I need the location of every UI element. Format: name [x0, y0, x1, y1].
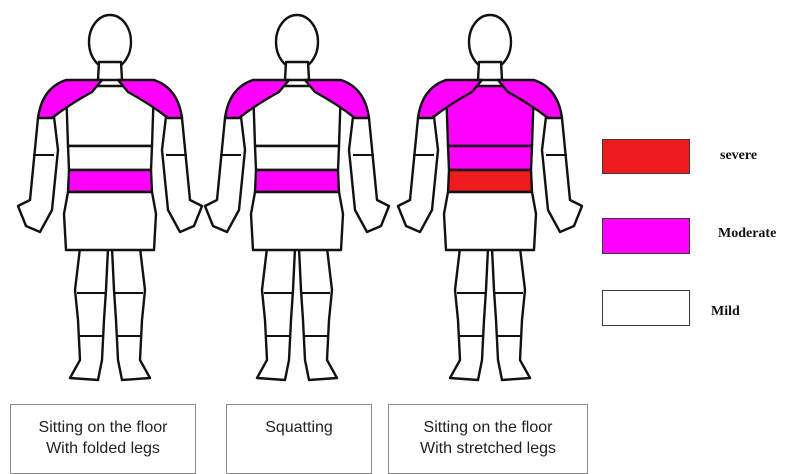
- mid-back-region: [448, 146, 532, 170]
- lower-back-region: [255, 170, 339, 192]
- legend-label-moderate: Moderate: [718, 226, 776, 242]
- caption-squatting: Squatting: [226, 404, 372, 474]
- neck: [478, 62, 502, 80]
- hip-region: [251, 192, 343, 250]
- neck: [285, 62, 309, 80]
- figure-squatting: [205, 15, 389, 380]
- legend-swatch-moderate: [602, 218, 690, 254]
- mid-back-region: [255, 146, 339, 170]
- figure-stretched-legs: [398, 15, 582, 380]
- left-leg: [257, 248, 295, 380]
- caption-line-2: With stretched legs: [389, 438, 587, 459]
- legend-label-severe: severe: [720, 148, 757, 164]
- mid-back-region: [68, 146, 152, 170]
- caption-line-1: Squatting: [227, 417, 371, 438]
- lower-back-region: [68, 170, 152, 192]
- left-leg: [70, 248, 108, 380]
- legend-swatch-severe: [602, 139, 690, 174]
- neck: [98, 62, 122, 80]
- right-leg: [112, 248, 150, 380]
- right-leg: [299, 248, 337, 380]
- figure-folded-legs: [18, 15, 202, 380]
- legend-swatch-mild: [602, 290, 690, 326]
- left-arm: [205, 100, 245, 232]
- right-arm: [349, 100, 389, 232]
- left-arm: [398, 100, 438, 232]
- left-arm: [18, 100, 58, 232]
- lower-back-region: [448, 170, 532, 192]
- legend-label-mild: Mild: [711, 304, 740, 320]
- caption-stretched-legs: Sitting on the floor With stretched legs: [388, 404, 588, 474]
- right-leg: [492, 248, 530, 380]
- caption-folded-legs: Sitting on the floor With folded legs: [10, 404, 196, 474]
- hip-region: [444, 192, 536, 250]
- caption-line-1: Sitting on the floor: [389, 417, 587, 438]
- right-arm: [162, 100, 202, 232]
- caption-line-1: Sitting on the floor: [11, 417, 195, 438]
- hip-region: [64, 192, 156, 250]
- right-arm: [542, 100, 582, 232]
- left-leg: [450, 248, 488, 380]
- caption-line-2: With folded legs: [11, 438, 195, 459]
